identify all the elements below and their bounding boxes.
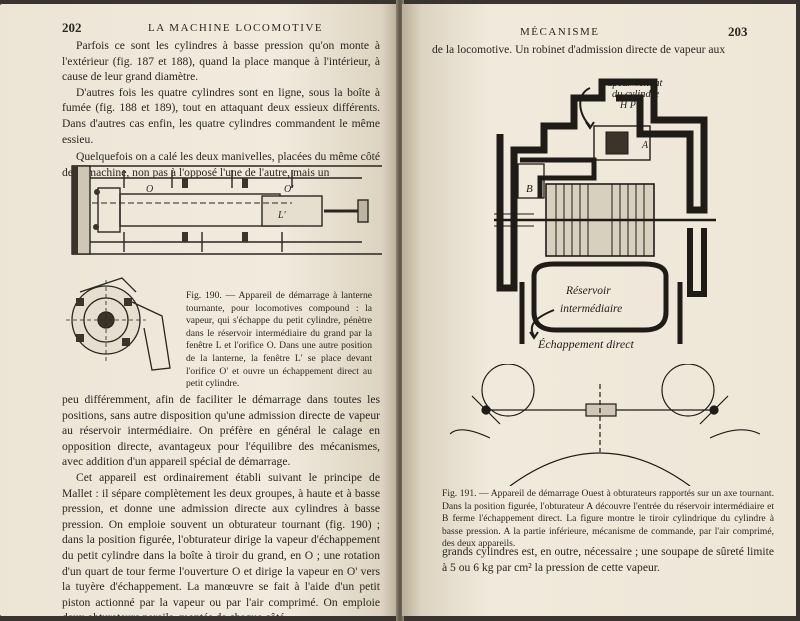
paragraph-4: peu différemment, afin de faciliter le d…: [62, 393, 380, 469]
caption-191-text: Fig. 191. — Appareil de démarrage Ouest …: [442, 488, 774, 550]
paragraph-1: Parfois ce sont les cylindres à basse pr…: [62, 39, 380, 84]
right-running-head: MÉCANISME: [520, 26, 600, 38]
figure-190-detail: [66, 277, 171, 371]
label-l-prime: L': [277, 210, 287, 221]
right-top-text: de la locomotive. Un robinet d'admission…: [432, 42, 778, 58]
left-running-head: LA MACHINE LOCOMOTIVE: [148, 22, 324, 34]
book-gutter: [396, 0, 404, 621]
right-page: MÉCANISME 203 de la locomotive. Un robin…: [402, 4, 796, 616]
figure-191-apparatus: B A Vapeur venant du cylindre H P Réserv…: [494, 78, 716, 351]
right-bottom-text: grands cylindres est, en outre, nécessai…: [442, 544, 774, 575]
label-reservoir-2: intermédiaire: [560, 303, 622, 315]
paragraph-3: Quelquefois on a calé les deux manivelle…: [62, 150, 380, 179]
top-line: de la locomotive. Un robinet d'admission…: [432, 43, 726, 56]
left-page-number: 202: [62, 20, 82, 35]
left-page: 202 LA MACHINE LOCOMOTIVE Parfois ce son…: [0, 4, 398, 616]
label-steam-in-1: Vapeur venant: [602, 78, 663, 89]
left-bottom-text: peu différemment, afin de faciliter le d…: [62, 392, 380, 616]
paragraph-5: Cet appareil est ordinairement établi su…: [62, 470, 380, 616]
label-reservoir-1: Réservoir: [565, 285, 611, 297]
label-a: A: [641, 140, 649, 151]
caption-fig-190: Fig. 190. — Appareil de démarrage à lant…: [186, 290, 372, 391]
label-o-left: O: [146, 184, 153, 195]
label-o-prime: O': [284, 184, 294, 195]
paragraph-2: D'autres fois les quatre cylindres sont …: [62, 85, 380, 146]
label-exhaust: Échappement direct: [537, 337, 635, 351]
left-top-text: Parfois ce sont les cylindres à basse pr…: [62, 38, 380, 180]
bottom-text: grands cylindres est, en outre, nécessai…: [442, 545, 774, 574]
caption-fig-191: Fig. 191. — Appareil de démarrage Ouest …: [442, 488, 774, 551]
caption-190-text: Fig. 190. — Appareil de démarrage à lant…: [186, 290, 372, 390]
figure-190-section: O O' L': [71, 165, 382, 255]
right-page-number: 203: [728, 24, 748, 39]
label-steam-in-2: du cylindre: [612, 89, 659, 100]
label-b: B: [526, 183, 533, 195]
figure-191-linkage: [450, 364, 760, 486]
label-steam-in-3: H P: [619, 100, 636, 111]
